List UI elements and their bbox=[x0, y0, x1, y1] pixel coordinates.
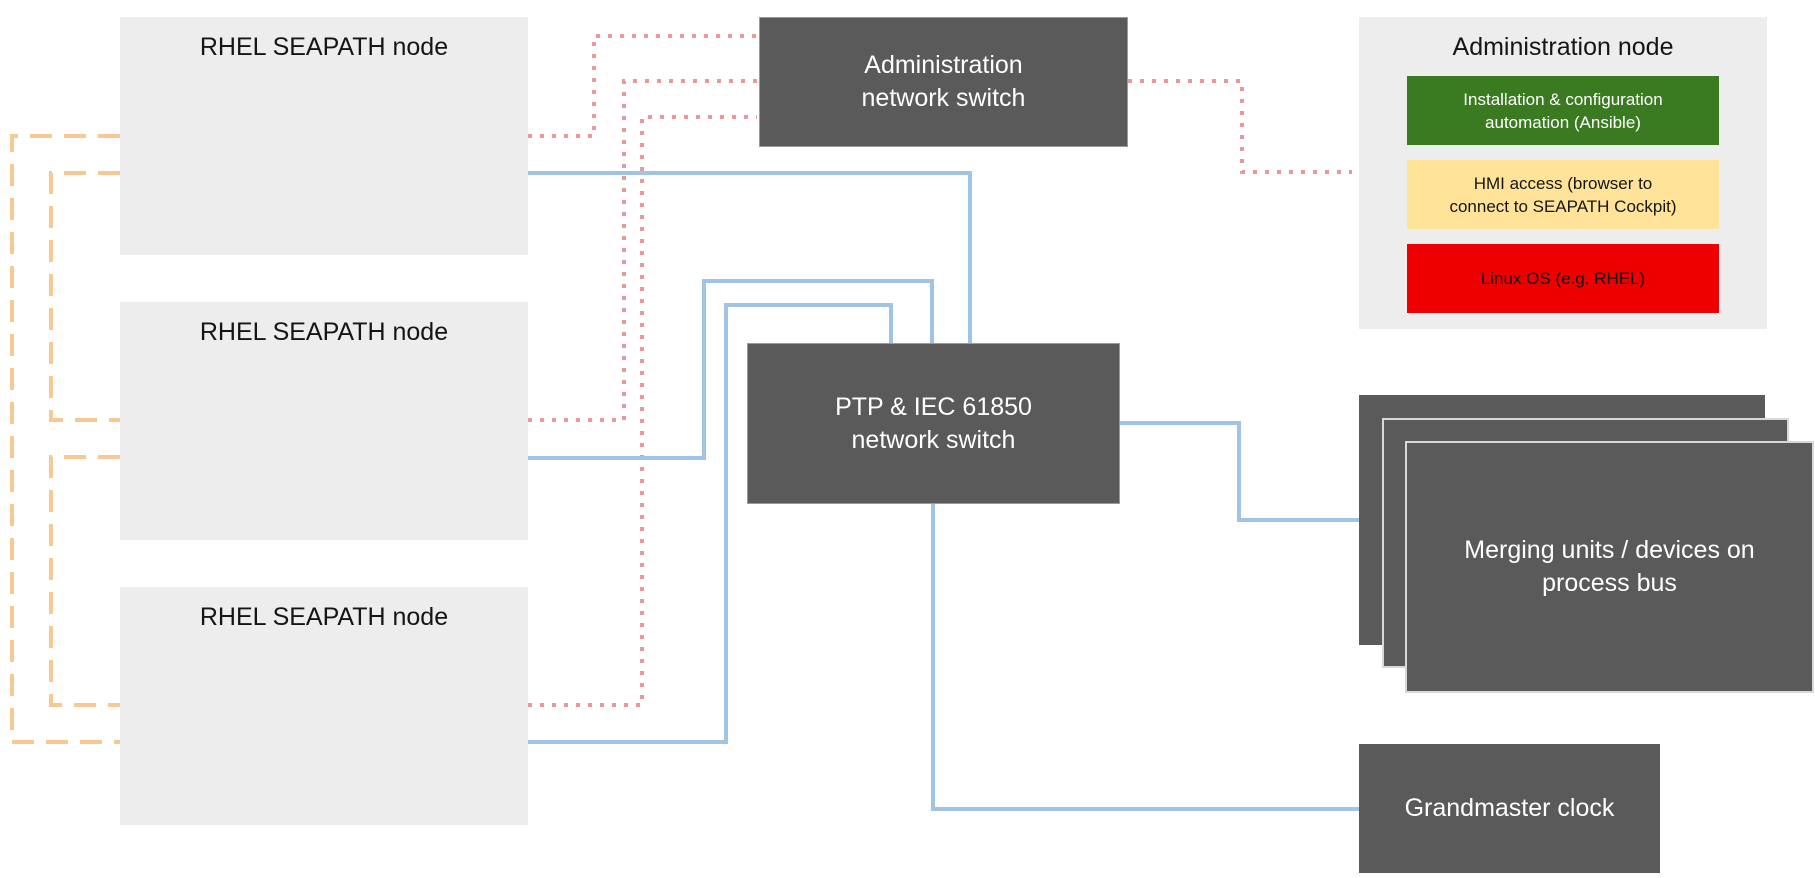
cluster-link-node1-node3 bbox=[10, 134, 120, 744]
grandmaster-clock: Grandmaster clock bbox=[1359, 744, 1660, 873]
admin-link-node2 bbox=[528, 79, 757, 422]
merging-unit-front: Merging units / devices on process bus bbox=[1405, 441, 1814, 693]
ansible-component: Installation & configuration automation … bbox=[1407, 76, 1719, 145]
grandmaster-label: Grandmaster clock bbox=[1404, 794, 1615, 822]
admin-link-node3 bbox=[528, 115, 757, 707]
rhel-node-1: RHEL SEAPATH node bbox=[120, 17, 528, 255]
rhel-node-2-label: RHEL SEAPATH node bbox=[199, 318, 449, 346]
rhel-node-1-label: RHEL SEAPATH node bbox=[199, 33, 449, 61]
rhel-node-3: RHEL SEAPATH node bbox=[120, 587, 528, 825]
hmi-component: HMI access (browser to connect to SEAPAT… bbox=[1407, 160, 1719, 229]
cluster-link-node2-node3 bbox=[49, 455, 120, 707]
ptp-link-node3 bbox=[528, 303, 893, 744]
admin-switch-label: Administration network switch bbox=[861, 51, 1026, 112]
ptp-link-node2 bbox=[528, 279, 934, 460]
admin-node: Administration node Installation & confi… bbox=[1359, 17, 1767, 329]
ansible-label: Installation & configuration automation … bbox=[1463, 89, 1663, 132]
ptp-link-merging-units bbox=[1120, 421, 1360, 522]
merging-units-label: Merging units / devices on process bus bbox=[1464, 536, 1755, 597]
rhel-node-3-label: RHEL SEAPATH node bbox=[199, 603, 449, 631]
linux-os-label: Linux OS (e.g. RHEL) bbox=[1480, 269, 1646, 288]
rhel-node-2: RHEL SEAPATH node bbox=[120, 302, 528, 540]
hmi-label: HMI access (browser to connect to SEAPAT… bbox=[1449, 173, 1677, 216]
cluster-link-node1-node2 bbox=[49, 171, 120, 422]
admin-node-title: Administration node bbox=[1452, 33, 1674, 61]
admin-network-switch: Administration network switch bbox=[759, 17, 1128, 147]
admin-link-admin-node bbox=[1128, 79, 1352, 174]
linux-os-component: Linux OS (e.g. RHEL) bbox=[1407, 244, 1719, 313]
ptp-switch-label: PTP & IEC 61850 network switch bbox=[835, 392, 1032, 454]
ptp-link-grandmaster bbox=[931, 504, 1360, 811]
ptp-network-switch: PTP & IEC 61850 network switch bbox=[747, 343, 1120, 504]
ptp-link-node1 bbox=[528, 171, 972, 343]
